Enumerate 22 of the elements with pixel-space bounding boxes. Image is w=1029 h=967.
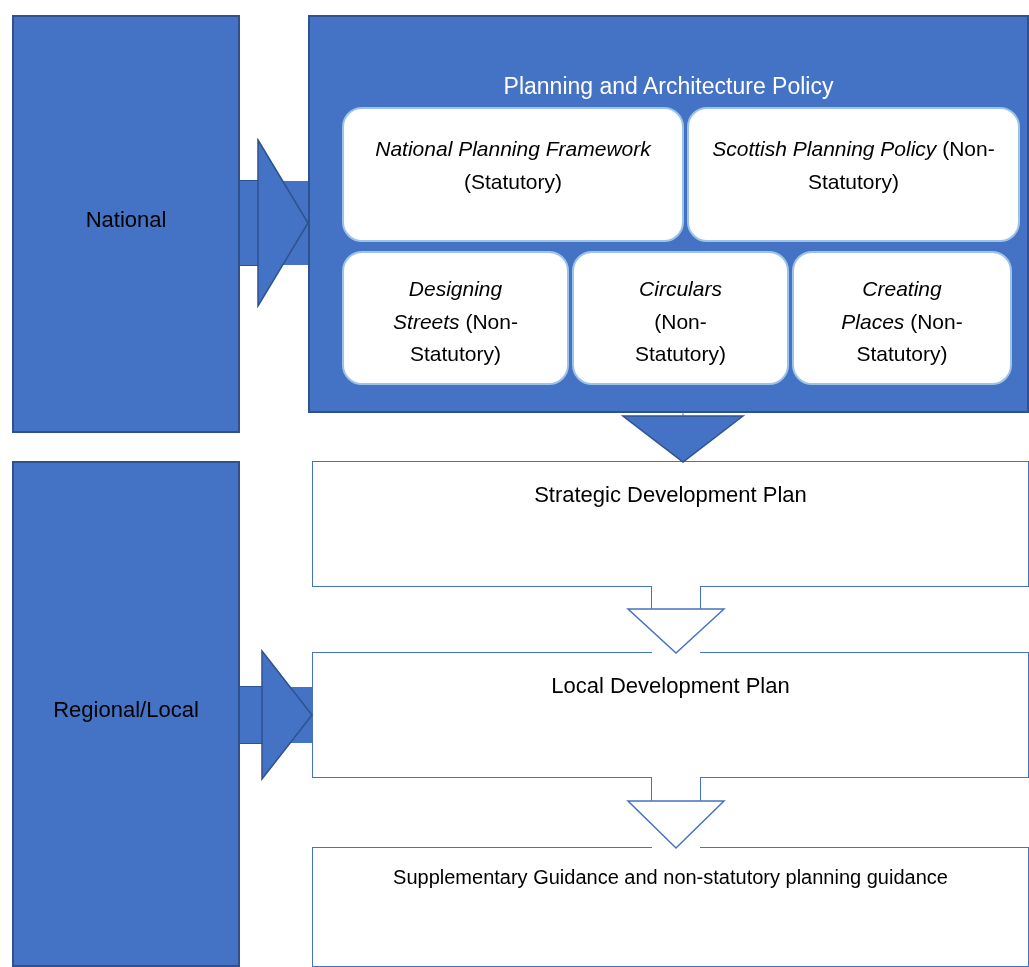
policy-card: [792, 251, 1012, 385]
panel-heading: Planning and Architecture Policy: [502, 72, 835, 101]
policy-panel: [308, 15, 1029, 413]
level-box: [12, 15, 240, 433]
plan-box: [312, 461, 1029, 587]
policy-card: [342, 251, 569, 385]
policy-text: Scottish Planning Policy (Non-Statutory): [711, 136, 996, 195]
level-label: Regional/Local: [52, 696, 200, 724]
policy-text: Designing Streets (Non-Statutory): [392, 276, 519, 368]
policy-text: Local Development Plan: [550, 672, 791, 700]
plan-box: [312, 847, 1029, 967]
policy-card: [687, 107, 1020, 242]
plan-box: [312, 652, 1029, 778]
policy-text: Circulars (Non-Statutory): [633, 276, 727, 368]
level-label: National: [84, 206, 168, 234]
policy-text: Creating Places (Non-Statutory): [840, 276, 964, 368]
policy-text: Strategic Development Plan: [533, 481, 808, 509]
level-box: [12, 461, 240, 967]
policy-card: [572, 251, 789, 385]
policy-card: [342, 107, 684, 242]
policy-text: National Planning Framework (Statutory): [374, 136, 653, 195]
policy-text: Supplementary Guidance and non-statutory planning guidance: [392, 865, 949, 890]
